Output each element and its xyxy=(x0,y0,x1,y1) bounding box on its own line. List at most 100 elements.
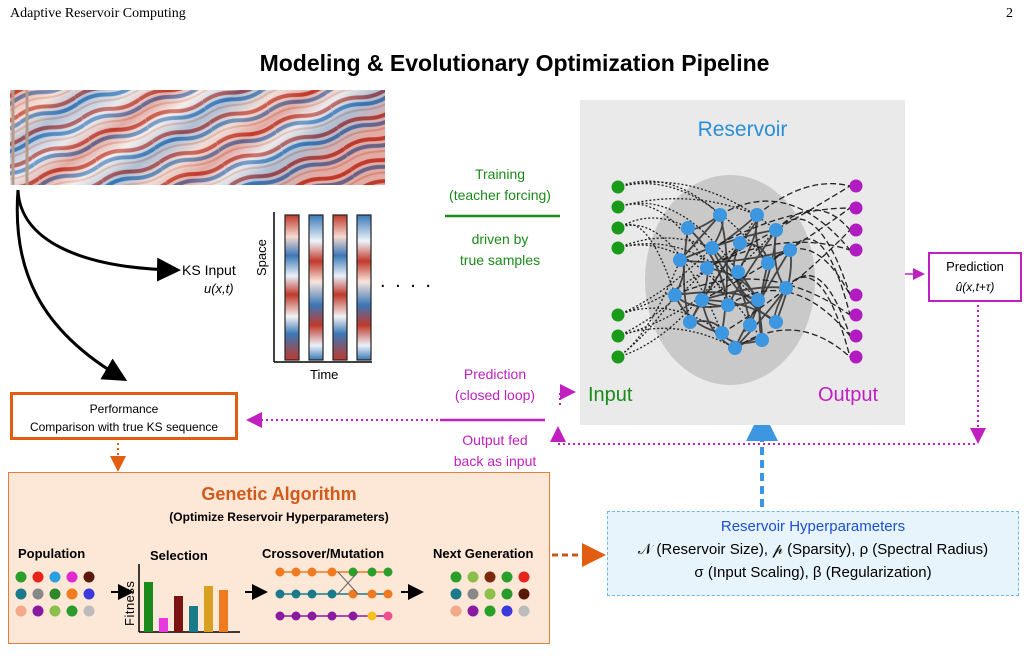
reservoir-node xyxy=(755,333,769,347)
reservoir-node xyxy=(731,265,745,279)
input-node xyxy=(611,241,625,255)
next-generation-dot xyxy=(467,571,479,583)
next-generation-dot xyxy=(450,588,462,600)
gene-dot xyxy=(291,589,301,599)
time-axis-label: Time xyxy=(310,367,339,382)
population-dot xyxy=(83,588,95,600)
gene-dot xyxy=(275,589,285,599)
gene-dot xyxy=(291,567,301,577)
hyperparameters-line1: 𝒩 (Reservoir Size), 𝓅 (Sparsity), ρ (Spe… xyxy=(637,541,989,558)
reservoir-node xyxy=(721,298,735,312)
gene-dot xyxy=(367,567,377,577)
prediction-loop-label: Prediction xyxy=(463,366,527,382)
next-generation-dot xyxy=(484,571,496,583)
reservoir-network xyxy=(611,175,863,385)
gene-dot xyxy=(327,611,337,621)
next-generation-dot xyxy=(501,571,513,583)
population-dot xyxy=(32,588,44,600)
page-number: 2 xyxy=(1006,6,1013,21)
reservoir-node xyxy=(769,223,783,237)
output-node xyxy=(849,288,863,302)
output-node xyxy=(849,329,863,343)
reservoir-node xyxy=(743,318,757,332)
population-dot xyxy=(15,571,27,583)
ks-snapshots xyxy=(273,212,372,363)
next-generation-dot xyxy=(518,588,530,600)
fitness-bar xyxy=(219,590,228,632)
reservoir-node xyxy=(779,281,793,295)
gene-dot xyxy=(383,567,393,577)
prediction-box-title: Prediction xyxy=(946,259,1004,274)
reservoir-node xyxy=(668,288,682,302)
next-generation-dot xyxy=(467,605,479,617)
next-generation-dot xyxy=(518,571,530,583)
population-dot xyxy=(49,588,61,600)
next-generation-label: Next Generation xyxy=(433,546,534,561)
next-generation-dot xyxy=(484,588,496,600)
reservoir-node xyxy=(705,241,719,255)
reservoir-node xyxy=(751,293,765,307)
gene-dot xyxy=(367,611,377,621)
performance-title: Performance xyxy=(89,402,159,416)
population-dot xyxy=(83,605,95,617)
output-node xyxy=(849,243,863,257)
input-node xyxy=(611,329,625,343)
reservoir-node xyxy=(783,243,797,257)
population-dot xyxy=(66,588,78,600)
selection-label: Selection xyxy=(150,548,208,563)
prediction-box-formula: û(x,t+τ) xyxy=(955,280,995,294)
reservoir-node xyxy=(769,315,783,329)
reservoir-node xyxy=(761,256,775,270)
fitness-bar xyxy=(189,606,198,632)
fitness-bar xyxy=(144,582,153,632)
reservoir-node xyxy=(713,208,727,222)
ga-title: Genetic Algorithm xyxy=(201,484,357,504)
next-generation-dot xyxy=(518,605,530,617)
gene-dot xyxy=(383,589,393,599)
gene-dot xyxy=(275,567,285,577)
output-node xyxy=(849,179,863,193)
reservoir-node xyxy=(673,253,687,267)
reservoir-title: Reservoir xyxy=(697,118,788,141)
population-dot xyxy=(49,571,61,583)
closed-loop-label: (closed loop) xyxy=(454,387,536,403)
input-node xyxy=(611,221,625,235)
population-label: Population xyxy=(18,546,86,561)
population-dot xyxy=(32,571,44,583)
input-node xyxy=(611,350,625,364)
output-node xyxy=(849,350,863,364)
performance-box: Performance Comparison with true KS sequ… xyxy=(10,392,238,440)
gene-dot xyxy=(348,611,358,621)
gene-dot xyxy=(307,611,317,621)
output-label: Output xyxy=(818,384,879,406)
next-generation-dot xyxy=(484,605,496,617)
gene-dot xyxy=(307,589,317,599)
reservoir-node xyxy=(683,315,697,329)
ga-subtitle: (Optimize Reservoir Hyperparameters) xyxy=(169,510,389,524)
training-label: Training xyxy=(474,166,526,182)
performance-subtitle: Comparison with true KS sequence xyxy=(29,420,219,434)
fitness-bar xyxy=(204,586,213,632)
input-node xyxy=(611,180,625,194)
ga-illustration xyxy=(15,564,530,633)
hyperparameters-panel: Reservoir Hyperparameters 𝒩 (Reservoir S… xyxy=(607,511,1019,596)
gene-dot xyxy=(327,589,337,599)
reservoir-node xyxy=(715,326,729,340)
input-node xyxy=(611,200,625,214)
fitness-bar xyxy=(174,596,183,632)
population-dot xyxy=(49,605,61,617)
back-as-input-label: back as input xyxy=(453,453,537,469)
running-header: Adaptive Reservoir Computing xyxy=(10,6,186,21)
output-fed-label: Output fed xyxy=(462,432,528,448)
time-slice-window xyxy=(11,90,29,185)
gene-dot xyxy=(383,611,393,621)
ks-input-formula: u(x,t) xyxy=(204,281,234,296)
input-node xyxy=(611,308,625,322)
gene-dot xyxy=(348,567,358,577)
reservoir-node xyxy=(681,221,695,235)
population-dot xyxy=(83,571,95,583)
population-dot xyxy=(32,605,44,617)
hyperparameters-title: Reservoir Hyperparameters xyxy=(720,518,906,535)
gene-dot xyxy=(275,611,285,621)
